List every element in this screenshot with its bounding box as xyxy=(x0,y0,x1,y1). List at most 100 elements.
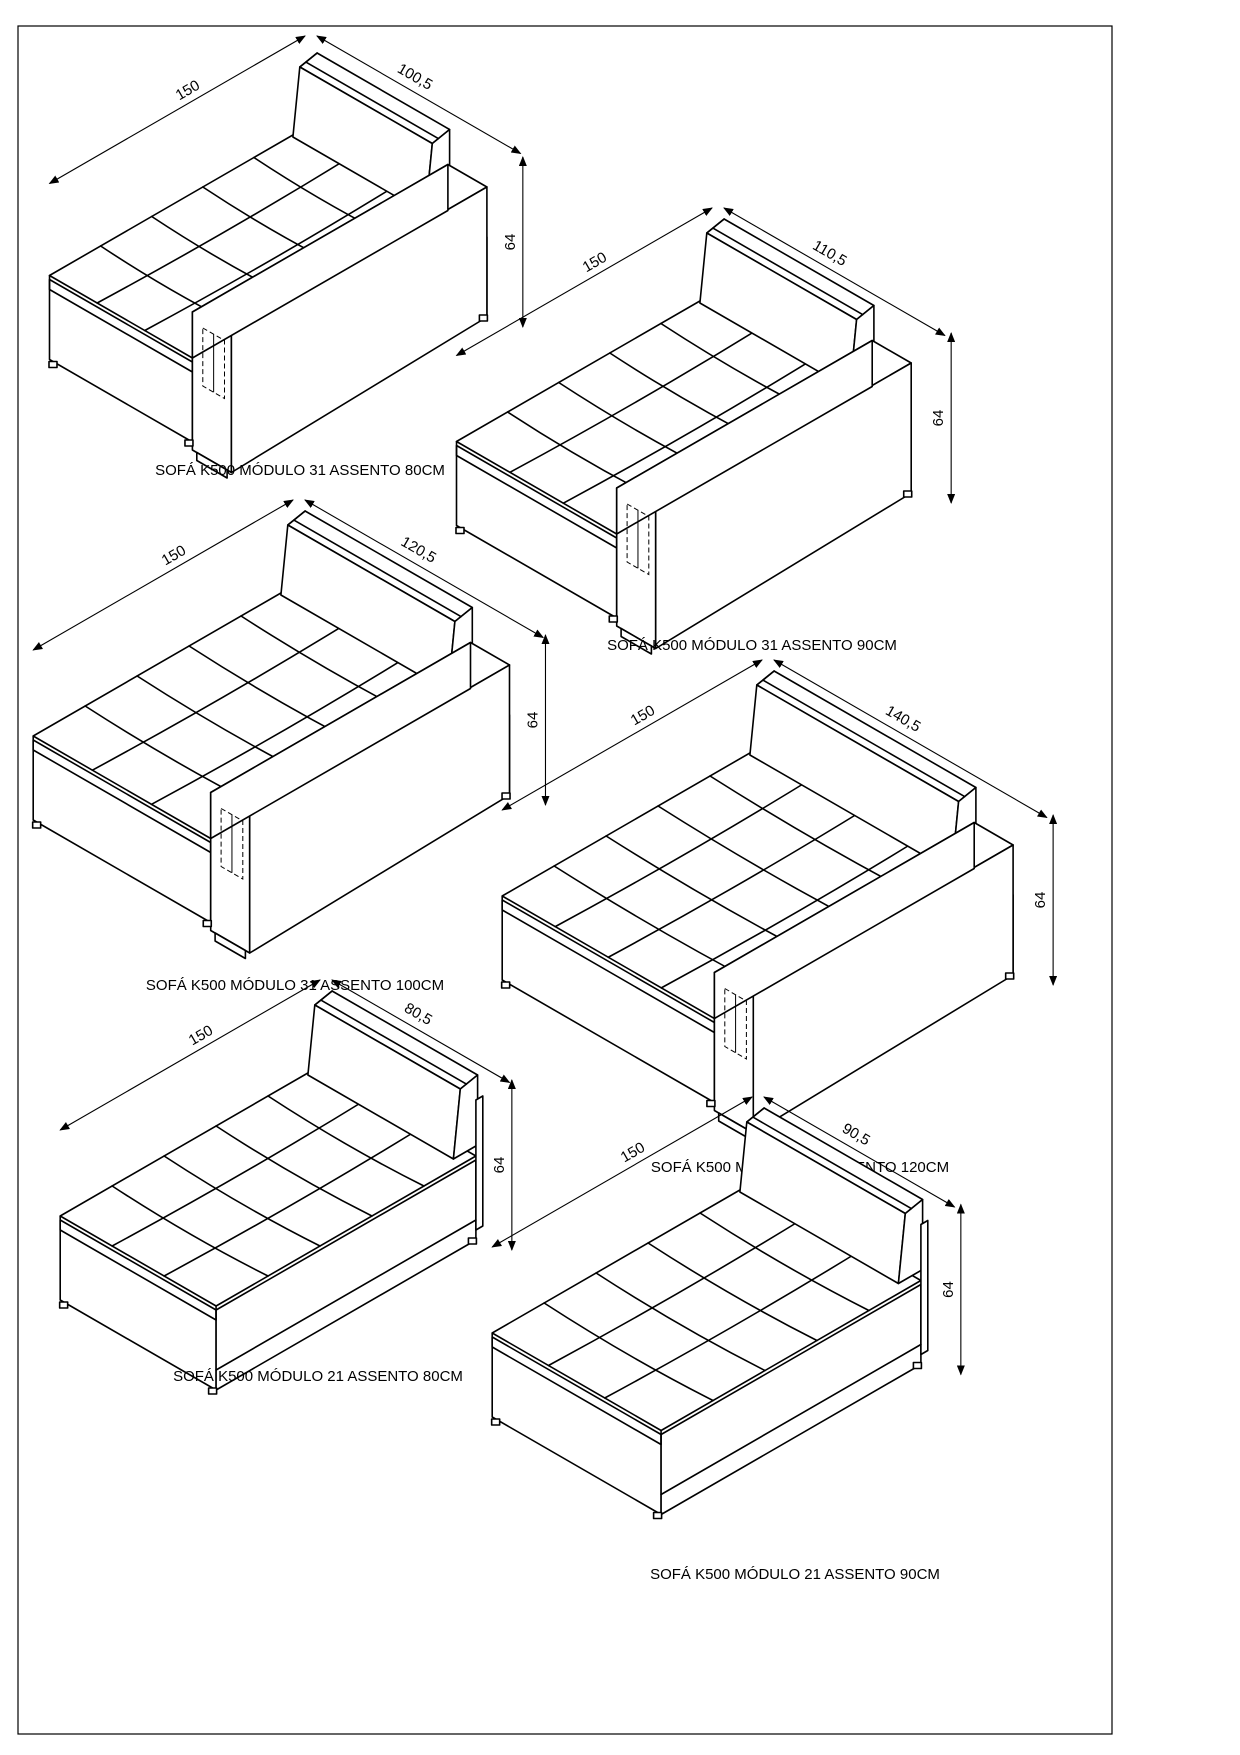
width-dimension-line xyxy=(773,659,1048,819)
module-caption: SOFÁ K500 MÓDULO 31 ASSENTO 80CM xyxy=(155,462,445,479)
backrest-seam xyxy=(293,519,462,618)
foot xyxy=(490,1418,501,1426)
tufting-seam xyxy=(163,1155,321,1247)
foot xyxy=(207,1387,218,1395)
backrest-edge xyxy=(299,52,318,68)
width-dimension-label: 110,5 xyxy=(810,237,850,270)
foot xyxy=(467,1237,478,1245)
depth-dimension-line xyxy=(32,499,294,651)
width-dimension-line xyxy=(304,499,545,639)
armrest-inner xyxy=(615,339,874,535)
depth-dimension-label: 150 xyxy=(580,249,610,276)
foot xyxy=(48,360,58,369)
foot xyxy=(912,1361,923,1370)
module-caption: SOFÁ K500 MÓDULO 21 ASSENTO 80CM xyxy=(173,1368,463,1385)
tufting-seam xyxy=(603,1247,866,1399)
tufting-seam xyxy=(150,653,413,806)
height-dimension-label: 64 xyxy=(491,1157,508,1174)
foot xyxy=(455,526,465,535)
side-panel xyxy=(920,1219,929,1356)
foot xyxy=(478,314,489,322)
module-caption: SOFÁ K500 MÓDULO 21 ASSENTO 90CM xyxy=(650,1566,940,1583)
module-caption: SOFÁ K500 MÓDULO 31 ASSENTO 90CM xyxy=(607,637,897,654)
height-dimension-label: 64 xyxy=(524,712,541,729)
tufting-seam xyxy=(699,1212,870,1312)
depth-dimension-line xyxy=(491,1096,753,1248)
base-rail xyxy=(660,1343,922,1496)
backrest-edge xyxy=(287,510,306,526)
backrest-edge xyxy=(314,990,333,1006)
depth-dimension-line xyxy=(48,35,306,185)
tufting-seam xyxy=(660,837,922,989)
foot xyxy=(202,919,213,928)
foot xyxy=(652,1511,663,1520)
depth-dimension-line xyxy=(501,659,763,811)
backrest-seam xyxy=(752,1116,913,1210)
tufting-seam xyxy=(543,1302,714,1402)
width-dimension-label: 90,5 xyxy=(839,1120,873,1149)
tufting-seam xyxy=(111,1185,269,1277)
sheet-border xyxy=(17,25,1113,1735)
backrest-side xyxy=(452,1074,479,1160)
foot xyxy=(706,1099,716,1108)
width-dimension-line xyxy=(331,979,511,1084)
armrest-inner xyxy=(191,163,449,359)
tufting-seam xyxy=(554,775,816,928)
width-dimension-line xyxy=(316,35,522,155)
armrest-inner xyxy=(209,641,472,840)
tufting-seam xyxy=(143,182,402,332)
seat-cushion-edge xyxy=(59,1215,217,1321)
backrest-edge xyxy=(756,670,775,686)
tufting-seam xyxy=(509,324,767,474)
tufting-seam xyxy=(562,354,820,504)
module-caption: SOFÁ K500 MÓDULO 31 ASSENTO 100CM xyxy=(146,977,444,994)
depth-dimension-line xyxy=(59,979,321,1131)
seat-cushion-edge xyxy=(491,1332,662,1446)
foot xyxy=(184,439,194,447)
backrest-edge xyxy=(746,1107,765,1123)
foot xyxy=(608,615,619,623)
armrest-pocket-stitching xyxy=(724,987,747,1060)
tufting-seam xyxy=(215,1125,373,1217)
width-dimension-line xyxy=(723,207,946,337)
depth-dimension-label: 150 xyxy=(618,1139,648,1166)
armrest-pocket-stitching xyxy=(202,327,225,400)
depth-dimension-label: 150 xyxy=(173,77,203,104)
width-dimension-line xyxy=(763,1096,956,1208)
backrest-side xyxy=(897,1198,924,1285)
armrest-foot xyxy=(196,451,228,479)
foot xyxy=(501,792,511,800)
tufting-seam xyxy=(163,1125,425,1277)
tufting-seam xyxy=(91,619,353,771)
width-dimension-label: 120,5 xyxy=(398,533,439,566)
depth-dimension-label: 150 xyxy=(186,1022,216,1049)
foot xyxy=(58,1301,69,1309)
tufting-seam xyxy=(547,1214,810,1367)
base-rail xyxy=(215,1219,477,1371)
backrest-seam xyxy=(305,61,440,140)
armrest-inner xyxy=(713,821,976,1020)
height-dimension-label: 64 xyxy=(940,1281,957,1298)
backrest-seam xyxy=(762,679,966,798)
tufting-seam xyxy=(595,1272,766,1372)
depth-dimension-line xyxy=(455,207,713,357)
armrest-foot xyxy=(214,932,247,960)
backrest-seam xyxy=(320,999,468,1085)
side-panel xyxy=(475,1095,484,1231)
tufting-seam xyxy=(267,1095,425,1187)
armrest-pocket-stitching xyxy=(626,503,650,576)
tufting-seam xyxy=(607,806,869,959)
tufting-seam xyxy=(647,1242,818,1342)
height-dimension-label: 64 xyxy=(1032,892,1049,909)
foot xyxy=(1004,972,1015,980)
foot xyxy=(500,981,511,989)
backrest-seam xyxy=(712,227,864,316)
tufting-seam xyxy=(96,154,354,304)
